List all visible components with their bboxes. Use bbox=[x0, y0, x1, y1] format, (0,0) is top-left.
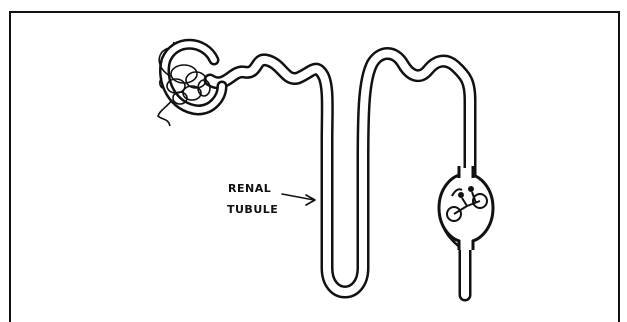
tubule-bulge bbox=[439, 166, 493, 250]
renal-tubule bbox=[210, 54, 470, 296]
arrow-icon bbox=[282, 194, 315, 205]
renal-tubule-label-line2: TUBULE bbox=[227, 203, 278, 216]
tubule-lumen bbox=[210, 54, 470, 296]
diagram-frame bbox=[9, 12, 620, 322]
renal-tubule-label-line1: RENAL bbox=[228, 182, 271, 195]
tubule-outer-wall bbox=[210, 54, 470, 296]
